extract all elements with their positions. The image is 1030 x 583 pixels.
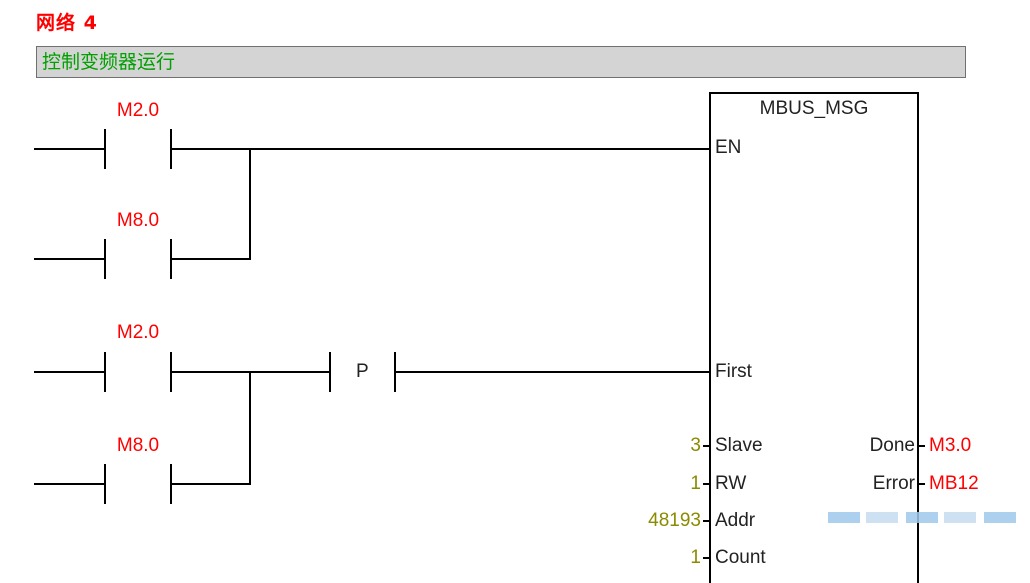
pin-error: Error	[872, 473, 915, 494]
block-name[interactable]: MBUS_MSG	[759, 98, 869, 119]
network-title[interactable]: 网络 4	[36, 12, 98, 34]
contact-m8-0-b-symbol	[104, 464, 172, 504]
contact-m2-0-a-symbol	[104, 129, 172, 169]
error-value[interactable]: MB12	[929, 473, 979, 494]
contact-m8-0-b-wire	[34, 372, 251, 485]
pin-addr: Addr	[715, 510, 756, 531]
count-value[interactable]: 1	[690, 547, 701, 568]
pin-done: Done	[869, 435, 915, 456]
contact-address-label: M8.0	[116, 435, 160, 456]
network-comment[interactable]: 控制变频器运行	[36, 46, 966, 78]
done-value[interactable]: M3.0	[929, 435, 972, 456]
edge-contact-label: P	[356, 361, 369, 382]
pin-stubs	[703, 445, 925, 559]
contact-m8-0-a-wire	[34, 149, 251, 260]
pin-en: EN	[715, 137, 742, 158]
contact-address-label: M2.0	[116, 100, 160, 121]
pin-rw: RW	[715, 473, 747, 494]
contact-m8-0-a-symbol	[104, 239, 172, 279]
addr-value[interactable]: 48193	[648, 510, 701, 531]
watermark-blur	[828, 512, 1018, 523]
contact-m2-0-b-symbol	[104, 352, 172, 392]
contact-address-label: M2.0	[116, 322, 160, 343]
rw-value[interactable]: 1	[690, 473, 701, 494]
pin-slave: Slave	[715, 435, 763, 456]
slave-value[interactable]: 3	[690, 435, 701, 456]
pin-first: First	[715, 361, 752, 382]
contact-address-label: M8.0	[116, 210, 160, 231]
pin-count: Count	[715, 547, 766, 568]
block-box	[709, 92, 919, 583]
